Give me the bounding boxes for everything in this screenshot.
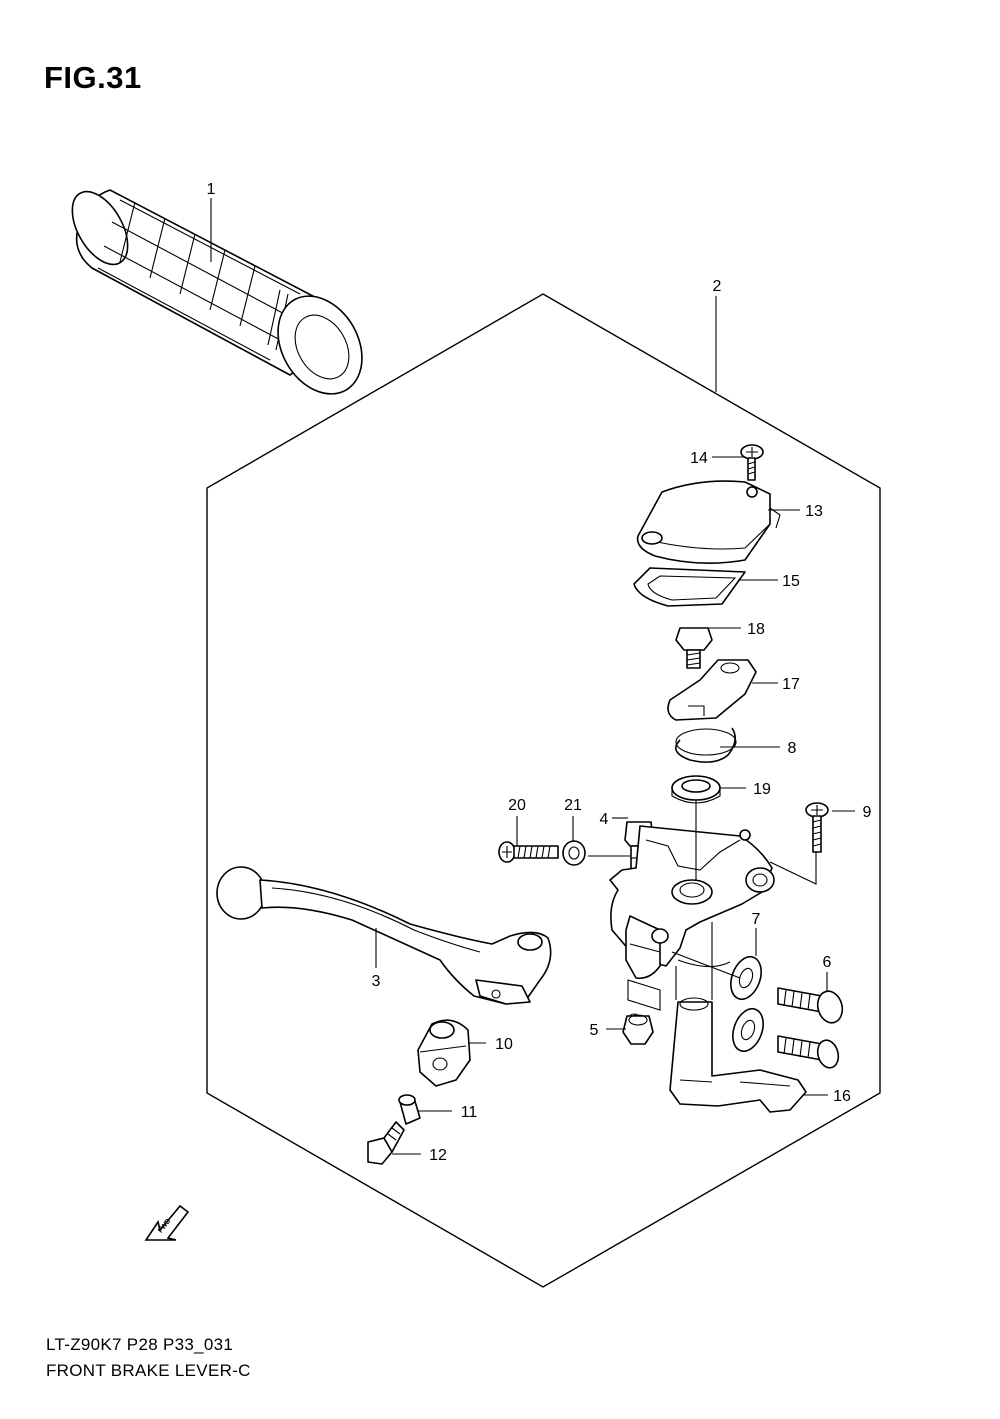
clamp-part-10[interactable]: [417, 1019, 471, 1087]
callout-3: 3: [372, 973, 381, 990]
callout-19: 19: [753, 781, 771, 798]
bolt-part-12[interactable]: [367, 1121, 405, 1165]
callout-labels: 1 2 3 4 5 6 7 8 9 10 11 12 13 14 15 16 1…: [207, 181, 872, 1164]
callout-15: 15: [782, 573, 800, 590]
fwd-arrow-icon: FWD: [144, 1204, 190, 1241]
callout-11: 11: [461, 1104, 478, 1121]
diaphragm-part-8[interactable]: [674, 727, 737, 763]
lever-part-3[interactable]: [216, 866, 552, 1005]
callout-14: 14: [690, 450, 708, 467]
screw-part-14[interactable]: [740, 444, 764, 481]
callout-13: 13: [805, 503, 823, 520]
callout-10: 10: [495, 1036, 513, 1053]
callout-9: 9: [863, 804, 872, 821]
callout-4: 4: [600, 811, 609, 828]
callout-6: 6: [823, 954, 832, 971]
callout-12: 12: [429, 1147, 447, 1164]
washer-part-7[interactable]: [725, 953, 768, 1056]
ring-part-19[interactable]: [671, 775, 721, 804]
collar-part-11[interactable]: [398, 1094, 421, 1125]
callout-5: 5: [590, 1022, 599, 1039]
leader-lines: [210, 198, 855, 1155]
model-code: LT-Z90K7 P28 P33_031: [46, 1335, 234, 1354]
nut-part-21[interactable]: [562, 840, 586, 866]
master-cylinder-body[interactable]: [609, 825, 775, 1023]
section-name: FRONT BRAKE LEVER-C: [46, 1361, 251, 1380]
assembly-boundary: [206, 293, 881, 1288]
plate-part-17[interactable]: [667, 659, 757, 721]
screw-part-9[interactable]: [805, 802, 829, 853]
callout-20: 20: [508, 797, 526, 814]
screw-part-20[interactable]: [498, 841, 559, 863]
callout-17: 17: [782, 676, 800, 693]
callout-18: 18: [747, 621, 765, 638]
callout-7: 7: [752, 911, 761, 928]
callout-8: 8: [788, 740, 797, 757]
bolt-part-18[interactable]: [675, 627, 713, 669]
callout-1: 1: [207, 181, 216, 198]
callout-16: 16: [833, 1088, 851, 1105]
callout-21: 21: [564, 797, 582, 814]
gasket-part-15[interactable]: [633, 567, 746, 607]
nut-part-5[interactable]: [622, 1014, 654, 1045]
cover-part-13[interactable]: [636, 480, 781, 564]
switch-arm-part-16[interactable]: [669, 997, 807, 1113]
grip-part-1[interactable]: [61, 182, 379, 409]
figure-title: FIG.31: [44, 60, 142, 95]
screw-part-6[interactable]: [777, 987, 846, 1070]
callout-2: 2: [713, 278, 722, 295]
